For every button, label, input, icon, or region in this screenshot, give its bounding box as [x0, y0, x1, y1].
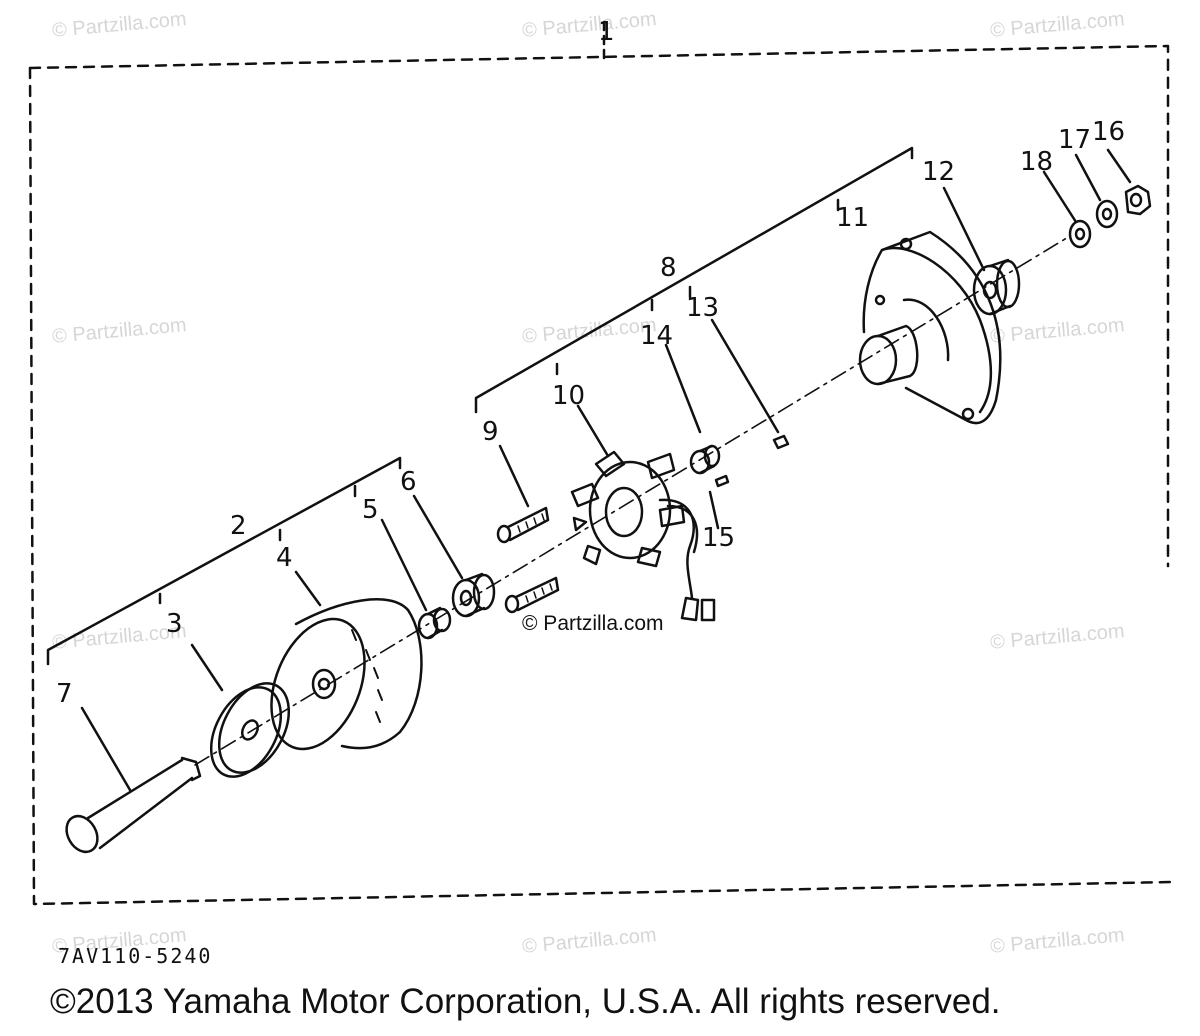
leader-line-14: [664, 343, 702, 434]
collar-part-5: [417, 606, 452, 640]
callout-15: 15: [702, 523, 735, 553]
bolt-part-7: [65, 756, 202, 854]
copyright-notice: ©2013 Yamaha Motor Corporation, U.S.A. A…: [50, 982, 1001, 1021]
leader-line-10: [576, 404, 610, 458]
leader-line-16: [1106, 148, 1132, 184]
callout-18: 18: [1020, 147, 1053, 177]
leader-line-3: [190, 643, 224, 692]
callout-8: 8: [660, 253, 677, 283]
callout-16: 16: [1092, 117, 1125, 147]
stator-part-10: [570, 450, 686, 568]
callout-14: 14: [640, 321, 673, 351]
callout-6: 6: [400, 467, 417, 497]
callout-9: 9: [482, 417, 499, 447]
assembly-boundary: [28, 44, 1170, 568]
bearing-part-6: [451, 572, 496, 618]
washer-part-3: [209, 682, 291, 778]
bolt-part-9b: [504, 576, 560, 614]
pulley-part-4: [270, 598, 423, 751]
bearing-part-12: [972, 258, 1021, 316]
callout-7: 7: [56, 679, 73, 709]
callout-17: 17: [1058, 125, 1091, 155]
callout-1: 1: [598, 17, 615, 47]
leader-line-6: [412, 494, 464, 580]
callout-3: 3: [166, 609, 183, 639]
collar-part-14: [689, 444, 730, 488]
screw-part-13: [772, 434, 790, 450]
washer-part-18: [1068, 219, 1092, 249]
callout-10: 10: [552, 381, 585, 411]
diagram-code: 7AV110-5240: [58, 944, 213, 968]
leader-line-9: [498, 444, 530, 508]
bracket-2: [46, 456, 402, 666]
leader-line-18: [1042, 170, 1078, 224]
callout-4: 4: [276, 543, 293, 573]
leader-line-17: [1074, 153, 1102, 202]
center-axis: [194, 235, 1071, 766]
callout-11: 11: [836, 203, 869, 233]
bracket-8: [474, 146, 914, 414]
assembly-boundary: [28, 66, 1174, 906]
leader-line-13: [710, 318, 780, 434]
bolt-part-9: [496, 506, 550, 544]
callout-13: 13: [686, 293, 719, 323]
callout-2: 2: [230, 511, 247, 541]
leader-line-5: [380, 518, 428, 612]
wire-lead-part-15: [658, 498, 716, 622]
lock-washer-part-17: [1095, 199, 1119, 229]
callout-12: 12: [922, 157, 955, 187]
nut-part-16: [1124, 184, 1152, 216]
callout-5: 5: [362, 495, 379, 525]
leader-line-4: [294, 570, 322, 607]
leader-line-7: [80, 706, 132, 792]
leader-line-15: [708, 490, 720, 530]
housing-part-11: [858, 230, 1002, 425]
leader-line-12: [942, 186, 986, 272]
center-watermark: © Partzilla.com: [522, 612, 664, 635]
